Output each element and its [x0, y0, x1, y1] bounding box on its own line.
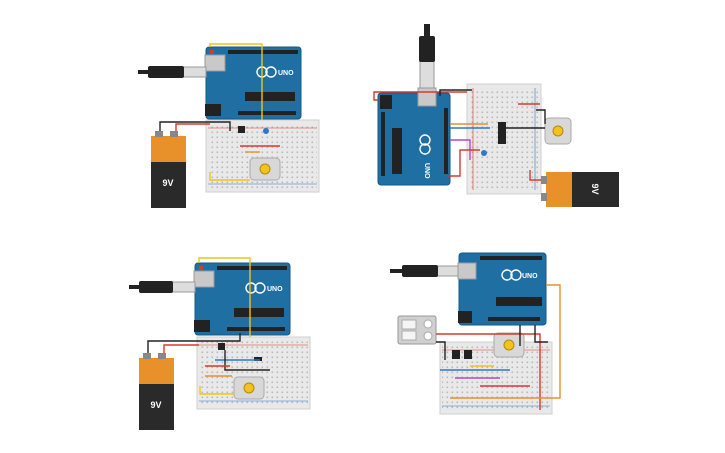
- resistor-end: [481, 150, 487, 156]
- arduino-board: UNO: [204, 46, 302, 120]
- dc-motor: [493, 332, 525, 358]
- battery-label: 9V: [590, 183, 600, 194]
- board-label: UNO: [267, 286, 283, 293]
- battery-9v: 9V: [541, 172, 619, 207]
- wires: [373, 89, 546, 181]
- diode: [254, 357, 262, 361]
- usb-cable: [129, 281, 196, 293]
- transistor: [452, 350, 460, 359]
- battery-label: 9V: [150, 400, 161, 410]
- transistor: [498, 122, 506, 144]
- transistor: [218, 343, 225, 350]
- arduino-board: UNO: [193, 262, 291, 336]
- board-label: UNO: [522, 273, 538, 280]
- arduino-board: UNO: [457, 252, 547, 326]
- battery-label: 9V: [162, 178, 173, 188]
- circuit-top-right: UNO 9V: [373, 24, 619, 207]
- battery-pack: [397, 315, 437, 345]
- battery-9v: 9V: [139, 353, 174, 430]
- circuit-bottom-left: UNO 9V: [129, 257, 311, 430]
- circuit-top-left: UNO 9V: [138, 43, 320, 208]
- board-label: UNO: [423, 163, 430, 179]
- dc-motor: [249, 157, 281, 181]
- usb-cable: [419, 24, 435, 89]
- wires: [147, 257, 270, 395]
- dc-motor: [544, 117, 572, 145]
- wires: [436, 284, 561, 410]
- dc-motor: [233, 376, 265, 400]
- wires: [159, 43, 280, 181]
- arduino-board: UNO: [377, 87, 451, 186]
- breadboard: [205, 119, 320, 193]
- transistor: [238, 126, 245, 133]
- circuit-bottom-right: UNO: [390, 252, 561, 415]
- transistor: [464, 350, 472, 359]
- usb-cable: [138, 66, 207, 78]
- usb-cable: [390, 265, 459, 277]
- board-label: UNO: [278, 70, 294, 77]
- battery-9v: 9V: [151, 131, 186, 208]
- resistor-end: [263, 128, 269, 134]
